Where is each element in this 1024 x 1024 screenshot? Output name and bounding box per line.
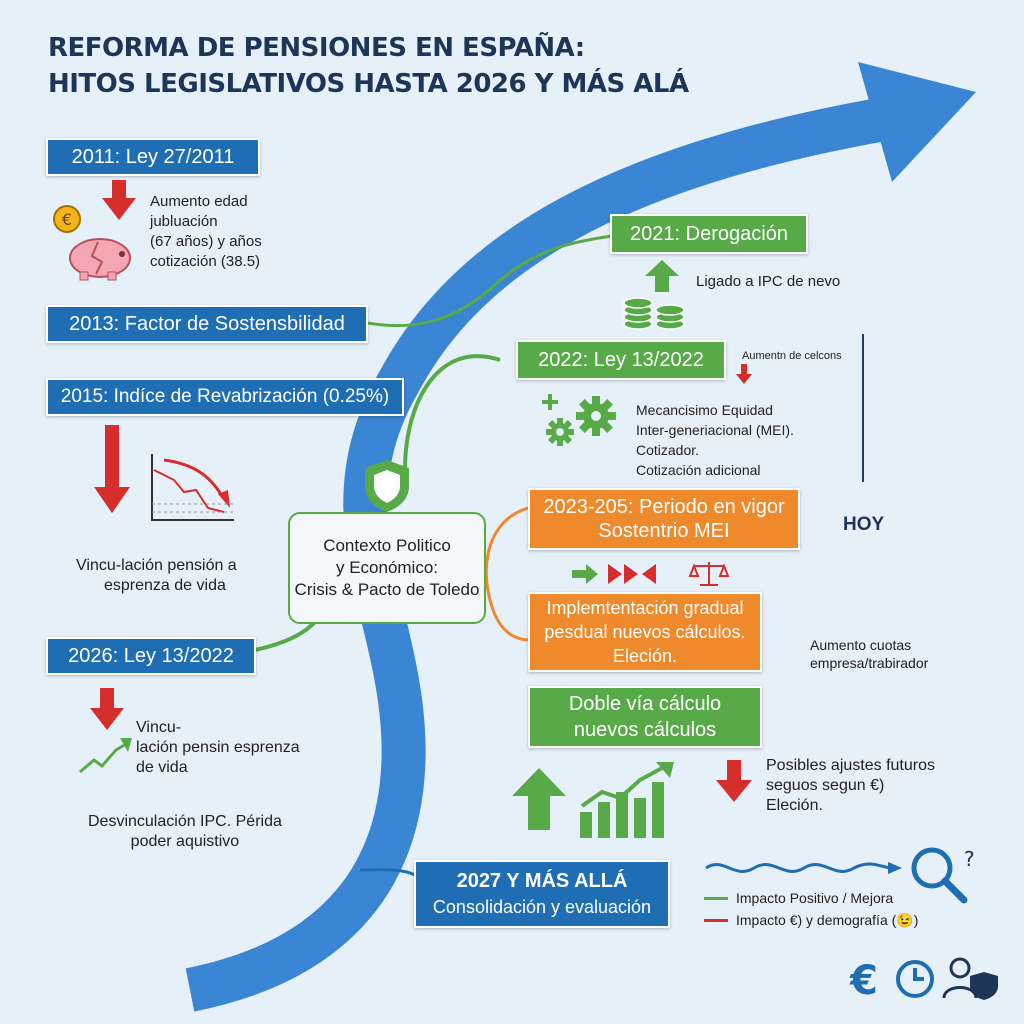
milestone-2013-label: 2013: Factor de Sostensbilidad — [69, 312, 345, 335]
milestone-2023-line-1: 2023-205: Periodo en vigor — [543, 496, 785, 518]
hoy-divider — [862, 334, 864, 482]
text-line: lación pensin esprenza — [136, 739, 300, 756]
milestone-2022-note: Aumentn de celcons — [742, 350, 842, 362]
milestone-2015: 2015: Indíce de Revabrización (0.25%) — [46, 378, 404, 416]
milestone-2015-label: 2015: Indíce de Revabrización (0.25%) — [60, 386, 390, 407]
milestone-2023-line-2: Sostentrio MEI — [598, 520, 730, 542]
down-arrow-icon — [102, 180, 136, 220]
hoy-label: HOY — [843, 514, 885, 535]
rising-trend-icon — [79, 738, 132, 774]
milestone-2015-text: Vincu-lación pensión a esprenza de vida — [76, 556, 237, 596]
bar-chart-icon — [580, 762, 674, 838]
down-arrow-icon — [736, 364, 752, 384]
connector-2023 — [484, 506, 531, 642]
milestone-2023: 2023-205: Periodo en vigor Sostentrio ME… — [528, 488, 800, 550]
text-line: empresa/trabirador — [810, 655, 929, 671]
legend-negative: Impacto €) y demografía (😉) — [736, 912, 919, 928]
milestone-2026-text: Vincu- lación pensin esprenza de vida — [136, 718, 300, 778]
down-arrow-icon — [90, 688, 124, 730]
implementation-line-3: Eleción. — [612, 646, 678, 666]
text-line: Mecancisimo Equidad — [636, 402, 773, 418]
text-line: Aumento cuotas — [810, 637, 912, 653]
implementation-line-1: Implemtentación gradual — [546, 598, 744, 618]
legend-negative-swatch — [704, 919, 728, 922]
milestone-2021-label: 2021: Derogación — [630, 222, 788, 245]
implementation-line-2: pesdual nuevos cálculos. — [544, 622, 746, 642]
decline-chart-icon — [151, 454, 234, 521]
text-line: Inter-generiacional (MEI). — [636, 422, 794, 438]
gears-icon — [542, 394, 616, 446]
doble-via-line-1: Doble vía cálculo — [568, 693, 722, 715]
down-arrow-icon — [94, 425, 130, 513]
milestone-2011: 2011: Ley 27/2011 — [46, 138, 260, 176]
milestone-2026: 2026: Ley 13/2022 — [46, 637, 256, 675]
svg-text:?: ? — [964, 847, 975, 871]
euro-icon: € — [53, 205, 81, 233]
milestone-2026-text2: Desvinculación IPC. Périda poder aquisti… — [88, 812, 282, 852]
milestone-2021-text: Ligado a IPC de nevo — [696, 273, 841, 290]
title-line-1: REFORMA DE PENSIONES EN ESPAÑA: — [48, 33, 585, 63]
cuotas-text: Aumento cuotas empresa/trabirador — [810, 636, 928, 672]
text-line: Vincu-lación pensión a — [76, 557, 237, 574]
text-line: Cotización adicional — [636, 462, 761, 478]
text-line: cotización (38.5) — [150, 253, 261, 270]
text-line: jubluación — [150, 213, 218, 230]
user-shield-icon — [942, 957, 998, 1000]
text-line: (67 años) y años — [150, 233, 262, 250]
milestone-2011-label: 2011: Ley 27/2011 — [71, 145, 235, 168]
milestone-2027: 2027 Y MÁS ALLÁ Consolidación y evaluaci… — [414, 860, 670, 928]
future-adjustments-text: Posibles ajustes futuros seguos segun €)… — [766, 756, 935, 816]
milestone-2022-text: Mecancisimo Equidad Inter-generiacional … — [636, 400, 794, 480]
text-line: Posibles ajustes futuros — [766, 757, 935, 774]
milestone-2022-label: 2022: Ley 13/2022 — [538, 348, 704, 371]
text-line: poder aquistivo — [130, 833, 240, 850]
context-line-3: Crisis & Pacto de Toledo — [294, 580, 480, 599]
context-box: Contexto Politico y Económico: Crisis & … — [288, 512, 486, 624]
text-line: Eleción. — [766, 797, 823, 814]
milestone-2026-label: 2026: Ley 13/2022 — [68, 644, 234, 667]
text-line: seguos segun €) — [766, 777, 885, 794]
shield-icon — [365, 460, 409, 512]
milestone-2027-line-2: Consolidación y evaluación — [432, 897, 652, 917]
connector-2013 — [367, 234, 613, 328]
text-line: Vincu- — [136, 719, 182, 736]
milestone-2013: 2013: Factor de Sostensbilidad — [46, 305, 368, 343]
page-title: REFORMA DE PENSIONES EN ESPAÑA: HITOS LE… — [48, 30, 708, 102]
down-arrow-icon — [716, 760, 752, 802]
piggy-bank-icon — [69, 238, 131, 281]
magnifier-icon: ? — [911, 847, 975, 904]
transition-arrows-icon — [572, 564, 656, 584]
milestone-2021: 2021: Derogación — [610, 214, 808, 254]
up-arrow-icon — [512, 768, 566, 830]
text-line: de vida — [136, 759, 188, 776]
text-line: Desvinculación IPC. Périda — [88, 813, 282, 830]
wave-arrow-icon — [705, 862, 902, 874]
euro-icon: € — [849, 958, 878, 1002]
connector-2022 — [403, 354, 501, 471]
svg-text:€: € — [849, 958, 878, 1002]
milestone-2011-text: Aumento edad jubluación (67 años) y años… — [150, 192, 262, 272]
text-line: Aumento edad — [150, 193, 248, 210]
context-line-1: Contexto Politico — [323, 536, 451, 555]
title-line-2: HITOS LEGISLATIVOS HASTA 2026 Y MÁS ALÁ — [48, 69, 689, 99]
doble-via-box: Doble vía cálculo nuevos cálculos — [528, 686, 762, 748]
milestone-2022: 2022: Ley 13/2022 — [516, 340, 726, 380]
connector-2027 — [359, 868, 416, 877]
coins-icon — [623, 297, 685, 330]
svg-text:€: € — [62, 210, 72, 229]
scale-icon — [688, 562, 730, 586]
doble-via-line-2: nuevos cálculos — [573, 719, 717, 741]
up-arrow-icon — [645, 260, 679, 292]
legend-positive-swatch — [704, 897, 728, 900]
clock-icon — [896, 960, 934, 998]
text-line: esprenza de vida — [104, 577, 226, 594]
timeline-arrowhead — [858, 62, 976, 182]
implementation-box: Implemtentación gradual pesdual nuevos c… — [528, 592, 762, 672]
legend-positive: Impacto Positivo / Mejora — [736, 890, 894, 906]
milestone-2027-line-1: 2027 Y MÁS ALLÁ — [456, 870, 628, 892]
context-line-2: y Económico: — [335, 558, 439, 577]
text-line: Cotizador. — [636, 442, 700, 458]
